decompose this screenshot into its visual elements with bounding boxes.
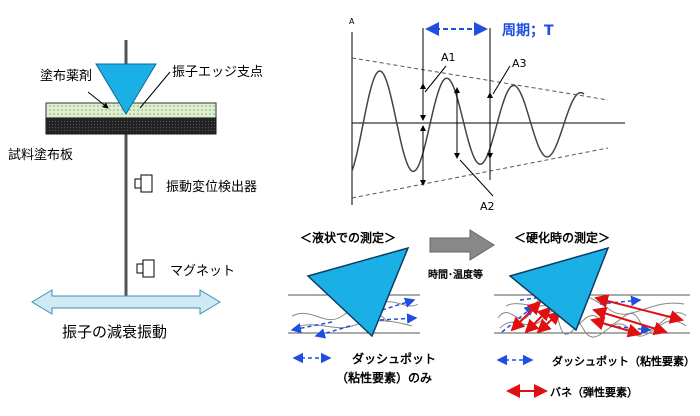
liquid-strand-3 (384, 301, 419, 307)
label-a3: A3 (512, 57, 527, 70)
cured-spring-arrow-6 (590, 316, 642, 338)
cured-spring-arrow-1 (510, 300, 542, 332)
detector-tab (134, 178, 142, 189)
pendulum-figure: 塗布薬剤 振子エッジ支点 試料塗布板 振動変位検出器 マグネット 振子の減衰振動 (8, 40, 263, 341)
damped-waveform (351, 70, 585, 173)
waveform-figure: A 周期；T A1 A3 A2 (349, 17, 625, 213)
liquid-legend-line2: （粘性要素）のみ (336, 370, 432, 385)
label-magnet: マグネット (170, 264, 235, 279)
damped-vibration-arrow (31, 289, 221, 315)
cured-triangle (508, 246, 610, 332)
transition: 時間･温度等 (428, 229, 495, 281)
fulcrum-pointer (139, 71, 171, 109)
liquid-strand-2 (295, 320, 413, 329)
sample-plate (45, 117, 217, 135)
cured-legend-spring: バネ（弾性要素） (550, 385, 638, 399)
a2-pointer (459, 159, 494, 197)
liquid-dashpot-arrow-4 (379, 313, 418, 324)
envelope-upper (351, 57, 609, 101)
transition-arrow (429, 229, 495, 261)
label-sample-plate: 試料塗布板 (8, 147, 73, 163)
magnet-tab (136, 263, 144, 274)
label-detector: 振動変位検出器 (166, 179, 257, 195)
cured-title: ＜硬化時の測定＞ (514, 230, 610, 245)
y-axis-label: A (349, 17, 355, 26)
a1-pointer (424, 65, 447, 93)
pendulum-edge (95, 63, 157, 115)
label-damped-vibration: 振子の減衰振動 (62, 323, 167, 341)
cured-measurement: ＜硬化時の測定＞ ダッシュポット（粘性要素） バネ（弾性要素） (494, 230, 695, 399)
label-coating-agent: 塗布薬剤 (40, 68, 92, 84)
liquid-triangle (306, 246, 410, 338)
period-label: 周期；T (502, 23, 554, 39)
liquid-dashpot-arrow-3 (381, 297, 416, 311)
detector-box (140, 174, 153, 193)
liquid-measurement: ＜液状での測定＞ ダッシュポット （粘性要素）のみ (288, 230, 436, 385)
transition-label: 時間･温度等 (428, 268, 483, 281)
label-a1: A1 (441, 51, 456, 64)
coating-pointer (87, 91, 109, 109)
label-a2: A2 (480, 200, 495, 213)
cured-spring-arrow-3 (536, 310, 562, 334)
liquid-dashpot-arrow-2 (314, 325, 351, 339)
magnet-box (142, 259, 155, 278)
liquid-title: ＜液状での測定＞ (300, 230, 396, 245)
cured-legend-dashpot: ダッシュポット（粘性要素） (552, 354, 695, 368)
envelope-lower (351, 147, 609, 199)
a3-pointer (492, 65, 511, 95)
liquid-legend-line1: ダッシュポット (352, 351, 436, 366)
label-edge-fulcrum: 振子エッジ支点 (172, 65, 263, 80)
